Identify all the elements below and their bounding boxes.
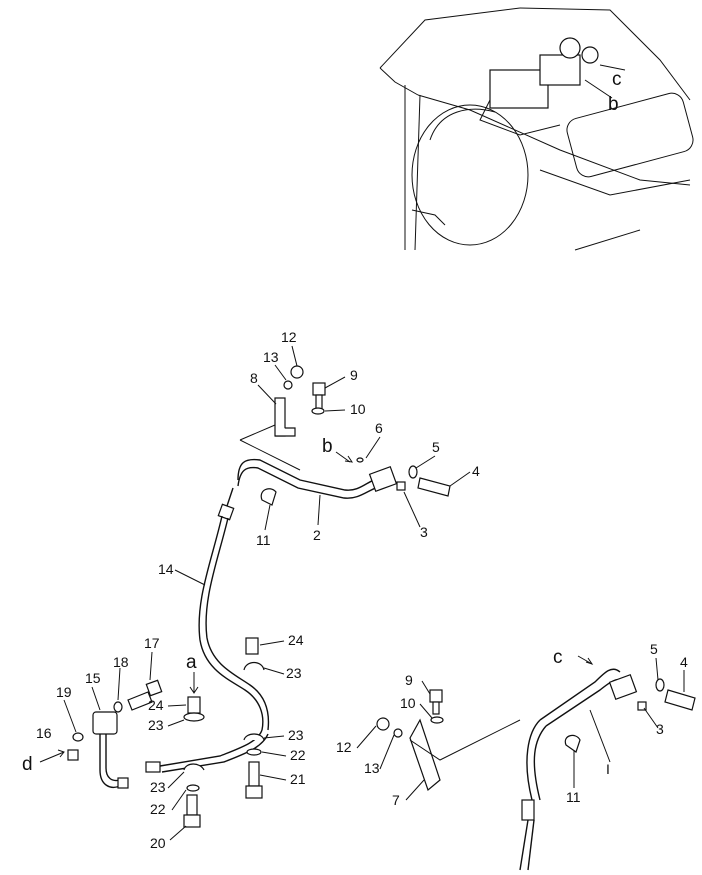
callout-23-left-a: 23 bbox=[148, 717, 164, 733]
clamp-stack-right: 24 23 23 22 21 bbox=[243, 632, 306, 799]
callout-13-bottom: 13 bbox=[364, 760, 380, 776]
callout-10-bottom: 10 bbox=[400, 695, 416, 711]
callout-4-right: 4 bbox=[680, 654, 688, 670]
callout-13-top: 13 bbox=[263, 349, 279, 365]
callout-18: 18 bbox=[113, 654, 129, 670]
hose-and-left-parts: 14 17 18 15 19 16 d bbox=[22, 487, 270, 789]
callout-12-top: 12 bbox=[281, 329, 297, 345]
upper-assembly: 12 13 8 9 10 6 5 4 3 2 11 b bbox=[237, 329, 480, 548]
callout-12-bottom: 12 bbox=[336, 739, 352, 755]
callout-14: 14 bbox=[158, 561, 174, 577]
callout-1: I bbox=[606, 761, 610, 777]
leader-lines bbox=[63, 345, 685, 841]
arrow-label-b: b bbox=[322, 436, 333, 457]
callout-6: 6 bbox=[375, 420, 383, 436]
callout-23-left-b: 23 bbox=[150, 779, 166, 795]
callout-11-bottom: 11 bbox=[566, 789, 581, 805]
callout-7: 7 bbox=[392, 792, 400, 808]
callout-2: 2 bbox=[313, 527, 321, 543]
callout-24-right: 24 bbox=[288, 632, 304, 648]
callout-3-right: 3 bbox=[656, 721, 664, 737]
callout-17: 17 bbox=[144, 635, 160, 651]
label-c-overview: c bbox=[612, 69, 622, 90]
callout-16: 16 bbox=[36, 725, 52, 741]
lower-right-assembly: c 9 10 12 13 7 11 I 5 4 3 bbox=[336, 641, 696, 871]
callout-22-right: 22 bbox=[290, 747, 306, 763]
callout-15: 15 bbox=[85, 670, 101, 686]
arrow-label-a: a bbox=[186, 652, 197, 673]
label-b-overview: b bbox=[608, 94, 619, 115]
callout-23-right-a: 23 bbox=[286, 665, 302, 681]
clamp-stack-left: a 24 23 23 22 20 bbox=[148, 652, 205, 851]
callout-4-top: 4 bbox=[472, 463, 480, 479]
callout-21: 21 bbox=[290, 771, 306, 787]
callout-9-bottom: 9 bbox=[405, 672, 413, 688]
callout-11-top: 11 bbox=[256, 532, 271, 548]
callout-20: 20 bbox=[150, 835, 166, 851]
callout-22-left: 22 bbox=[150, 801, 166, 817]
callout-9-top: 9 bbox=[350, 367, 358, 383]
arrow-label-c: c bbox=[553, 647, 563, 668]
callout-24-left: 24 bbox=[148, 697, 164, 713]
arrow-label-d: d bbox=[22, 754, 33, 775]
callout-5-right: 5 bbox=[650, 641, 658, 657]
callout-19: 19 bbox=[56, 684, 72, 700]
callout-23-right-b: 23 bbox=[288, 727, 304, 743]
machine-overview: c b bbox=[379, 7, 694, 251]
callout-5-top: 5 bbox=[432, 439, 440, 455]
callout-10-top: 10 bbox=[350, 401, 366, 417]
callout-3-top: 3 bbox=[420, 524, 428, 540]
callout-8: 8 bbox=[250, 370, 258, 386]
